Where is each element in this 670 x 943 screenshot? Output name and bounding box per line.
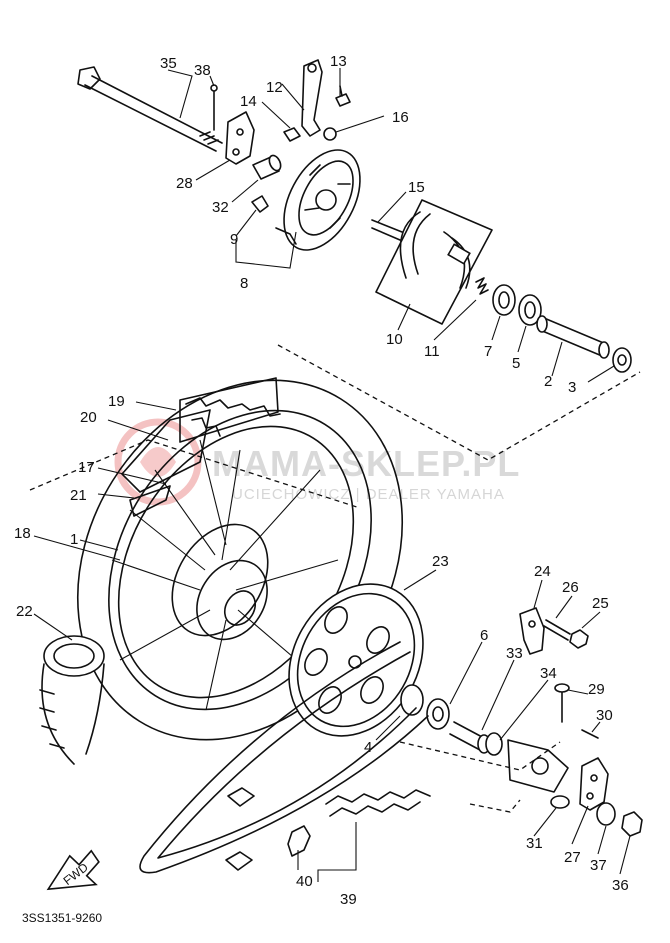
callout-37: 37: [590, 857, 607, 874]
tire-22: [39, 635, 105, 765]
callout-1: 1: [70, 531, 78, 548]
callout-18: 18: [14, 525, 31, 542]
chain-puller-27: [579, 757, 609, 811]
spring-11: [475, 277, 489, 295]
callout-3: 3: [568, 379, 576, 396]
callout-31: 31: [526, 835, 543, 852]
swingarm: [399, 739, 569, 813]
cotter-pin-30: [581, 729, 599, 739]
callout-10: 10: [386, 331, 403, 348]
watermark-sub: UCIECHOWICZ | DEALER YAMAHA: [232, 486, 505, 503]
drive-chain-39: [139, 641, 431, 874]
callout-22: 22: [16, 603, 33, 620]
callout-21: 21: [70, 487, 87, 504]
callout-17: 17: [78, 459, 95, 476]
chain-adjuster-28: [225, 111, 255, 165]
oil-seal-34: [485, 732, 503, 756]
bearing-6: [400, 684, 450, 730]
forward-direction-arrow: FWD: [46, 849, 100, 891]
nut-14: [283, 127, 301, 142]
nut-16: [323, 127, 337, 141]
callout-35: 35: [160, 55, 177, 72]
callout-15: 15: [408, 179, 425, 196]
collar-3: [612, 347, 632, 373]
tension-bar-12: [301, 59, 323, 137]
callout-7: 7: [484, 343, 492, 360]
pin-29: [555, 687, 569, 723]
callout-39: 39: [340, 891, 357, 908]
tire-tube-assembly: [121, 377, 279, 517]
collar-32: [252, 154, 282, 180]
callout-29: 29: [588, 681, 605, 698]
brake-shoe-kit: [371, 199, 493, 325]
callout-6: 6: [480, 627, 488, 644]
callout-16: 16: [392, 109, 409, 126]
callout-24: 24: [534, 563, 551, 580]
callout-4: 4: [364, 739, 372, 756]
callout-33: 33: [506, 645, 523, 662]
callout-5: 5: [512, 355, 520, 372]
collar-33: [449, 721, 491, 754]
callout-30: 30: [596, 707, 613, 724]
callout-27: 27: [564, 849, 581, 866]
callout-numbers: 35 38 12 13 14 16 28 32 9 8 15 10 11 7 5…: [14, 53, 629, 908]
callout-14: 14: [240, 93, 257, 110]
callout-32: 32: [212, 199, 229, 216]
callout-12: 12: [266, 79, 283, 96]
callout-25: 25: [592, 595, 609, 612]
callout-19: 19: [108, 393, 125, 410]
bearing-7: [492, 284, 516, 316]
callout-26: 26: [562, 579, 579, 596]
brake-shoe-plate: [275, 149, 361, 251]
chain-puller-24: [519, 607, 545, 655]
callout-20: 20: [80, 409, 97, 426]
callout-8: 8: [240, 275, 248, 292]
washer-37: [596, 802, 616, 826]
rear-wheel: [76, 379, 404, 741]
callout-36: 36: [612, 877, 629, 894]
watermark-main: MAMA-SKLEP.PL: [212, 443, 520, 484]
axle-nut-36: [621, 811, 643, 837]
watermark-logo: [114, 418, 202, 506]
diagram-part-code: 3SS1351-9260: [22, 911, 102, 925]
nut-25: [569, 629, 589, 649]
leader-lines: [33, 68, 631, 882]
callout-34: 34: [540, 665, 557, 682]
callout-23: 23: [432, 553, 449, 570]
rear-axle: [77, 66, 223, 152]
callout-9: 9: [230, 231, 238, 248]
callout-38: 38: [194, 62, 211, 79]
callout-28: 28: [176, 175, 193, 192]
chain-joint-40: [287, 825, 311, 857]
camshaft-9: [251, 195, 269, 213]
adjusting-bolt-26: [543, 619, 571, 641]
spacer-2: [536, 315, 610, 359]
washer-31: [550, 795, 570, 809]
watermark: MAMA-SKLEP.PL UCIECHOWICZ | DEALER YAMAH…: [114, 418, 520, 506]
callout-2: 2: [544, 373, 552, 390]
oil-seal-5: [518, 294, 542, 326]
callout-40: 40: [296, 873, 313, 890]
bolt-13: [335, 93, 351, 107]
callout-11: 11: [424, 343, 440, 360]
callout-13: 13: [330, 53, 347, 70]
